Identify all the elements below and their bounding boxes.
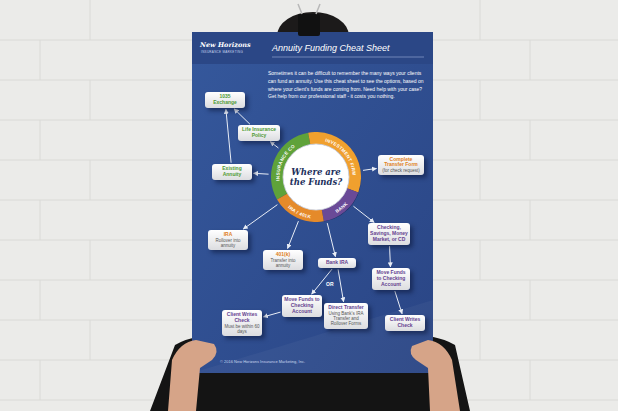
box-heading: Client Writes Check — [387, 317, 423, 329]
process-box: Move Funds to Checking Account — [282, 295, 322, 316]
process-box: Complete Transfer Form(for check request… — [378, 155, 424, 176]
process-box: Move Funds to Checking Account — [372, 268, 410, 289]
process-box: Client Writes Check — [385, 315, 425, 331]
process-box: Client Writes CheckMust be within 60 day… — [222, 310, 262, 336]
process-box: IRARollover into annuity — [208, 230, 248, 250]
box-note: (for check request) — [380, 168, 422, 173]
inner-disc — [283, 144, 349, 210]
box-heading: Life Insurance Policy — [240, 127, 278, 139]
box-heading: 401(k) — [265, 252, 301, 258]
box-heading: Complete Transfer Form — [380, 157, 422, 169]
box-heading: 1035 Exchange — [207, 94, 243, 106]
process-box: Bank IRA — [318, 258, 356, 268]
connector-arrow — [263, 312, 280, 317]
right-hand — [411, 340, 460, 411]
brick-lines — [0, 0, 618, 400]
process-box: 1035 Exchange — [205, 92, 245, 108]
connector-arrow — [254, 173, 269, 175]
ring-label-path: BANK — [335, 201, 349, 214]
box-heading: Move Funds to Checking Account — [374, 270, 408, 287]
connector-arrow — [234, 109, 250, 124]
box-note: Rollover into annuity — [210, 238, 246, 248]
box-heading: Checking, Savings, Money Market, or CD — [370, 225, 408, 242]
box-heading: Existing Annuity — [214, 166, 250, 178]
center-circle: INSURANCE COINVESTMENT FIRMBANKIRA / 401… — [271, 132, 361, 222]
left-hand — [168, 340, 217, 411]
poster-sheet — [192, 32, 433, 373]
box-heading: IRA — [210, 232, 246, 238]
poster-header — [192, 32, 433, 64]
intro-text: Sometimes it can be difficult to remembe… — [268, 70, 424, 101]
connector-arrow — [395, 291, 402, 314]
ring-label: IRA / 401K — [287, 205, 312, 220]
circle-question: Where are the Funds? — [288, 167, 344, 187]
box-heading: Client Writes Check — [224, 312, 260, 324]
box-heading: Move Funds to Checking Account — [284, 297, 320, 314]
or-label: OR — [325, 281, 335, 287]
connector-arrow — [363, 168, 376, 170]
box-note: Must be within 60 days — [224, 324, 260, 334]
process-box: Existing Annuity — [212, 164, 252, 180]
binder-clip — [298, 14, 320, 36]
connector-arrow — [327, 223, 335, 257]
process-box: Life Insurance Policy — [238, 125, 280, 141]
connector-arrow — [353, 206, 374, 222]
ring-label: BANK — [335, 201, 349, 214]
box-heading: Direct Transfer — [326, 305, 366, 311]
box-note: Using Bank's IRA Transfer and Rollover F… — [326, 311, 366, 327]
ring-label-path: IRA / 401K — [287, 205, 312, 220]
connector-arrow — [270, 142, 278, 148]
footer-text: © 2016 New Horizons Insurance Marketing,… — [220, 359, 420, 364]
connector-arrow — [243, 205, 277, 229]
process-box: 401(k)Transfer into annuity — [263, 250, 303, 270]
connector-arrow — [226, 109, 231, 163]
process-box: Direct TransferUsing Bank's IRA Transfer… — [324, 303, 368, 328]
connector-arrow — [338, 269, 344, 302]
box-heading: Bank IRA — [320, 260, 354, 266]
header-rule — [272, 57, 424, 58]
connector-arrow — [288, 221, 299, 248]
ring-shadow — [274, 135, 361, 222]
process-box: Checking, Savings, Money Market, or CD — [368, 223, 410, 244]
logo-tagline: INSURANCE MARKETING — [201, 50, 243, 54]
box-note: Transfer into annuity — [265, 258, 301, 268]
connector-arrow — [389, 246, 391, 267]
clip-wire — [298, 4, 320, 14]
logo-name: New Horizons — [200, 41, 251, 49]
poster-title: Annuity Funding Cheat Sheet — [272, 43, 390, 53]
